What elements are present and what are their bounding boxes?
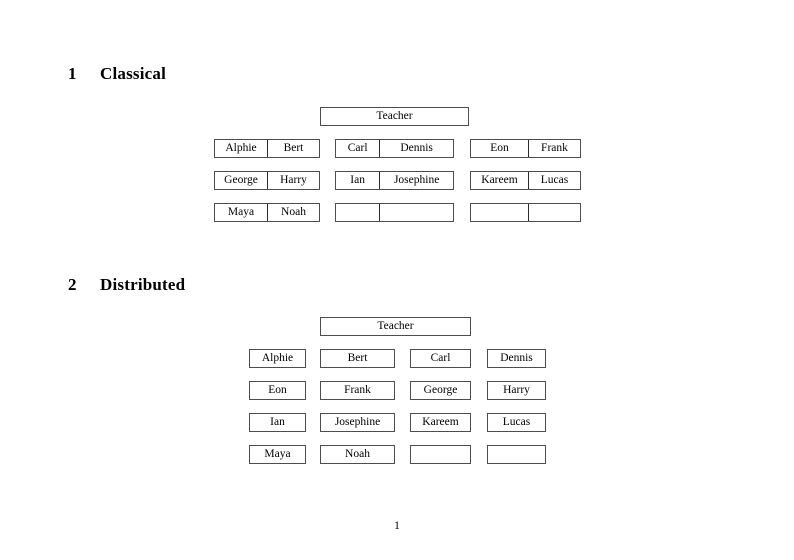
student-cell[interactable]: Lucas [527,172,580,189]
student-cell[interactable]: Alphie [225,142,257,154]
student-pair-row[interactable] [470,203,581,222]
teacher-box-distributed[interactable]: Teacher [320,317,471,336]
student-cell[interactable]: Ian [350,174,365,186]
student-box[interactable]: Dennis [487,349,546,368]
student-pair-row[interactable]: Carl Dennis [335,139,454,158]
student-pair-row[interactable]: Maya Noah [214,203,320,222]
student-cell[interactable]: Kareem [481,174,518,186]
student-box[interactable]: Lucas [487,413,546,432]
student-cell-empty[interactable] [527,204,580,221]
student-cell[interactable]: Maya [227,206,255,218]
student-cell[interactable]: Eon [490,142,509,154]
student-pair-row[interactable]: George Harry [214,171,320,190]
student-pair-row[interactable]: Kareem Lucas [470,171,581,190]
student-box[interactable]: Harry [487,381,546,400]
student-box[interactable]: Kareem [410,413,471,432]
student-cell[interactable]: Dennis [379,140,453,157]
student-cell[interactable]: Josephine [379,172,453,189]
teacher-box-classical[interactable]: Teacher [320,107,469,126]
student-box-empty[interactable] [487,445,546,464]
student-pair-row[interactable] [335,203,454,222]
student-cell[interactable]: George [224,174,258,186]
student-cell[interactable]: Frank [527,140,580,157]
page-number: 1 [394,520,400,532]
student-box[interactable]: Ian [249,413,306,432]
student-cell-empty[interactable] [336,204,379,221]
student-pair-row[interactable]: Alphie Bert [214,139,320,158]
section-title-2: Distributed [100,275,186,294]
student-cell[interactable]: Noah [266,204,319,221]
student-box-empty[interactable] [410,445,471,464]
section-number-1: 1 [68,64,77,83]
student-box[interactable]: Noah [320,445,395,464]
section-heading-distributed: 2 Distributed [68,275,185,295]
student-cell[interactable]: Harry [266,172,319,189]
student-box[interactable]: Carl [410,349,471,368]
student-box[interactable]: Eon [249,381,306,400]
section-number-2: 2 [68,275,77,294]
student-cell[interactable]: Carl [347,142,368,154]
student-cell[interactable]: Bert [266,140,319,157]
student-box[interactable]: Alphie [249,349,306,368]
student-pair-row[interactable]: Ian Josephine [335,171,454,190]
student-box[interactable]: Bert [320,349,395,368]
section-heading-classical: 1 Classical [68,64,166,84]
student-box[interactable]: Frank [320,381,395,400]
student-box[interactable]: George [410,381,471,400]
student-pair-row[interactable]: Eon Frank [470,139,581,158]
student-cell-empty[interactable] [379,204,453,221]
student-box[interactable]: Maya [249,445,306,464]
section-title-1: Classical [100,64,167,83]
student-cell-empty[interactable] [471,204,528,221]
student-box[interactable]: Josephine [320,413,395,432]
